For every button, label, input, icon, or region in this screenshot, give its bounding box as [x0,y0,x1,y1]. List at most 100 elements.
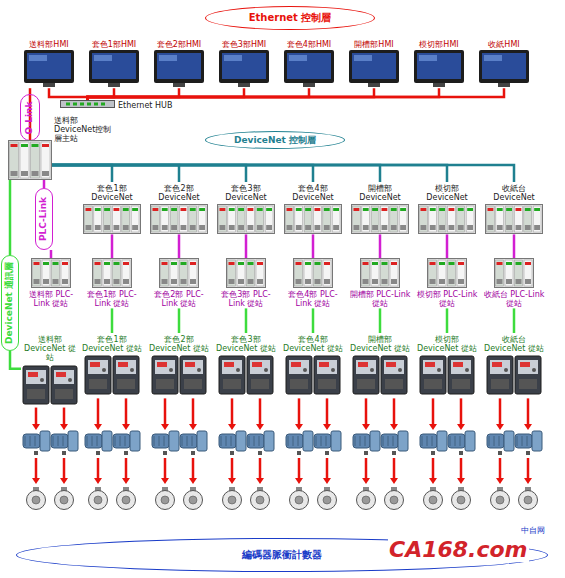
module-led [391,262,397,265]
drive-arrow-head [122,424,130,430]
hmi-node: 模切部HMI [410,40,468,88]
module-terminal [391,279,397,284]
inverter-vent [491,379,509,389]
hub-port [94,103,98,106]
module-led [497,208,503,211]
inverter-knob [465,368,469,372]
motor-fin [87,436,88,446]
module-terminal [439,279,445,284]
rack-module [362,260,370,286]
drive-arrow-head [362,424,370,430]
module-terminal [42,171,49,176]
module-terminal [296,225,302,230]
motor-body [515,434,532,448]
rack-module [496,206,504,232]
inverter-knob [130,368,134,372]
inverter-vent [290,379,308,389]
hmi-node: 送料部HMI [20,40,78,88]
monitor-bezel [154,50,204,83]
network-connector [513,234,516,258]
inverter-panel [384,360,404,374]
rack-base [486,205,543,234]
drive-arrow [527,398,530,425]
inverter-vent [452,379,470,389]
motor-shaft [62,451,66,455]
inverter-panel [356,360,376,374]
plc-rack [485,204,543,234]
motor-fin [432,436,433,446]
rack-module [457,260,465,286]
module-terminal [153,225,159,230]
network-connector [52,165,380,182]
plc-rack [92,258,132,288]
drive-arrow-head [323,478,331,484]
drive-arrow [259,458,262,479]
drive-arrow [63,458,66,479]
drive-arrow [298,398,301,425]
drive-arrow [63,408,66,425]
motor-shaft [163,451,167,455]
drive-arrow-head [390,424,398,430]
module-led [382,208,388,211]
drive-arrow-head [362,478,370,484]
module-terminal [315,225,321,230]
inverter-vent [27,389,45,399]
plc-rack [83,204,141,234]
oval-node: DeviceNet 控制層 [205,131,345,149]
module-led [229,208,235,211]
inverter-vent [318,379,336,389]
motor-shaft [230,451,234,455]
motor-fin [422,436,423,446]
inverter-pair [351,355,409,395]
rack-module [247,206,255,232]
motor-shaft [96,451,100,455]
motor-gearbox [370,431,380,451]
inverter-knob [236,368,240,372]
plc-rack [293,258,333,288]
module-terminal [171,279,177,284]
module-terminal [497,279,503,284]
module-led [363,262,369,265]
rack-module [466,206,474,232]
hub-body [61,101,115,108]
drive-arrow [460,398,463,425]
monitor-bezel [284,50,334,83]
monitor-screen [352,53,396,79]
module-terminal [104,279,110,284]
node-text: 套色3部HMI [215,40,273,49]
motor-fin [527,436,528,446]
rack-module [314,260,322,286]
module-led [132,208,138,211]
plc-rack [31,258,71,288]
module-terminal [95,225,101,230]
monitor-bezel [219,50,269,83]
monitor-screen [482,53,526,79]
drive-arrow-head [390,478,398,484]
monitor-screen [222,53,266,79]
motor-shaft [34,451,38,455]
motor-gearbox [437,431,447,451]
module-led [238,208,244,211]
motor-gearbox [236,431,246,451]
drive-arrow-head [94,424,102,430]
module-led [324,208,330,211]
motor-body [152,434,169,448]
node-text: 開槽部HMI [345,40,403,49]
rack-module [533,206,541,232]
rack-module [371,206,379,232]
drive-arrow-head [457,424,465,430]
inverter-body [219,356,245,394]
drive-arrow [499,398,502,425]
module-led [372,262,378,265]
drive-arrow [164,398,167,425]
module-terminal [391,225,397,230]
module-terminal [62,279,68,284]
network-connector [52,165,514,182]
network-connector [513,308,516,333]
plc-rack [494,258,534,288]
inverter-body [286,356,312,394]
station-node: 套色1部 DeviceNet [80,182,144,234]
monitor-screen [157,53,201,79]
module-terminal [257,279,263,284]
